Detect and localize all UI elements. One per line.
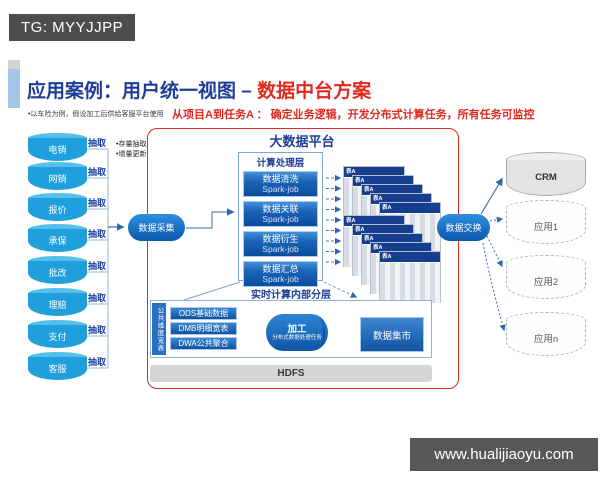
title-accent-bar (8, 69, 20, 108)
page-title-accent: 数据中台方案 (257, 81, 372, 102)
source-label: 批改 (28, 261, 87, 284)
job-name: 数据关联 (262, 204, 299, 214)
source-label: 报价 (28, 198, 87, 221)
source-cylinder: 报价 (28, 193, 87, 223)
table-label: 表A (353, 225, 413, 235)
target-label: CRM (506, 160, 586, 196)
target-label: 应用n (506, 320, 586, 356)
source-cylinder: 网销 (28, 162, 87, 192)
table-label: 表A (380, 252, 440, 262)
hdfs-bar: HDFS (150, 365, 432, 382)
extract-mode-note: •存量抽取 •增量更新 (116, 140, 146, 160)
source-label: 理赔 (28, 293, 87, 316)
job-engine: Spark-job (262, 214, 299, 224)
source-cylinder: 理赔 (28, 288, 87, 318)
table-label: 表A (380, 203, 440, 213)
layer-dwa: DWA公共聚合 (170, 337, 237, 350)
task-callout: 从项目A到任务A ： 确定业务逻辑，开发分布式计算任务，所有任务可监控 (172, 109, 535, 121)
platform-frame (147, 128, 459, 389)
table-label: 表A (362, 185, 422, 195)
job-engine: Spark-job (262, 184, 299, 194)
table-label: 表A (344, 167, 404, 177)
table-label: 表A (344, 216, 404, 226)
source-label: 网销 (28, 167, 87, 190)
job-engine: Spark-job (262, 244, 299, 254)
process-name: 加工 (287, 323, 307, 335)
target-label: 应用2 (506, 263, 586, 299)
target-cylinder-crm: CRM (506, 152, 586, 197)
table-stack: 表A 表A 表A 表A 表A 表A 表A 表A 表A 表A (343, 166, 445, 306)
extract-label: 抽取 (88, 261, 107, 271)
extract-label: 抽取 (88, 293, 107, 303)
extract-label: 抽取 (88, 325, 107, 335)
table-label: 表A (353, 176, 413, 186)
result-table: 表A (379, 251, 441, 303)
extract-label: 抽取 (88, 357, 107, 367)
data-collect-node: 数据采集 (128, 214, 185, 241)
website-banner: www.hualijiaoyu.com (410, 438, 598, 471)
title-accent-cap (8, 60, 20, 69)
wide-table-tab: 公共维度宽表 (152, 303, 166, 355)
source-label: 支付 (28, 325, 87, 348)
source-cylinder: 支付 (28, 320, 87, 350)
source-cylinder: 承保 (28, 224, 87, 254)
extract-label: 抽取 (88, 138, 107, 148)
realtime-layer-title: 实时计算内部分层 (251, 290, 331, 301)
processing-cylinder: 加工 分布式数据处理任务 (266, 314, 328, 351)
job-name: 数据清洗 (262, 174, 299, 184)
source-cylinder: 电销 (28, 133, 87, 163)
process-sub: 分布式数据处理任务 (272, 334, 322, 341)
target-cylinder-appn: 应用n (506, 312, 586, 357)
data-exchange-node: 数据交换 (437, 214, 490, 241)
table-label: 表A (362, 234, 422, 244)
extract-mode-line1: •存量抽取 (116, 141, 147, 148)
target-cylinder-app1: 应用1 (506, 200, 586, 245)
target-label: 应用1 (506, 208, 586, 244)
table-body (380, 262, 440, 303)
table-label: 表A (371, 194, 431, 204)
page-title: 应用案例：用户统一视图 – 数据中台方案 (27, 76, 371, 103)
job-name: 数据衍生 (262, 234, 299, 244)
layer-ods: ODS基础数据 (170, 307, 237, 320)
source-cylinder: 批改 (28, 256, 87, 286)
target-cylinder-app2: 应用2 (506, 255, 586, 300)
source-label: 承保 (28, 229, 87, 252)
table-label: 表A (371, 243, 431, 253)
telegram-banner: TG: MYYJJPP (9, 14, 136, 41)
extract-label: 抽取 (88, 167, 107, 177)
page-title-main: 应用案例：用户统一视图 – (27, 81, 258, 102)
extract-label: 抽取 (88, 229, 107, 239)
layer-dmb: DMB明细宽表 (170, 322, 237, 335)
extract-mode-line2: •增量更新 (116, 151, 147, 158)
extract-label: 抽取 (88, 198, 107, 208)
data-mart-box: 数据集市 (360, 317, 424, 352)
job-name: 数据汇总 (262, 264, 299, 274)
compute-layer-title: 计算处理层 (256, 158, 305, 169)
source-label: 客服 (28, 357, 87, 380)
job-engine: Spark-job (262, 274, 299, 284)
source-cylinder: 客服 (28, 352, 87, 382)
source-label: 电销 (28, 138, 87, 161)
example-note: •以车险为例，假设加工后供给客服平台使用 (28, 111, 164, 118)
platform-title: 大数据平台 (269, 134, 335, 149)
